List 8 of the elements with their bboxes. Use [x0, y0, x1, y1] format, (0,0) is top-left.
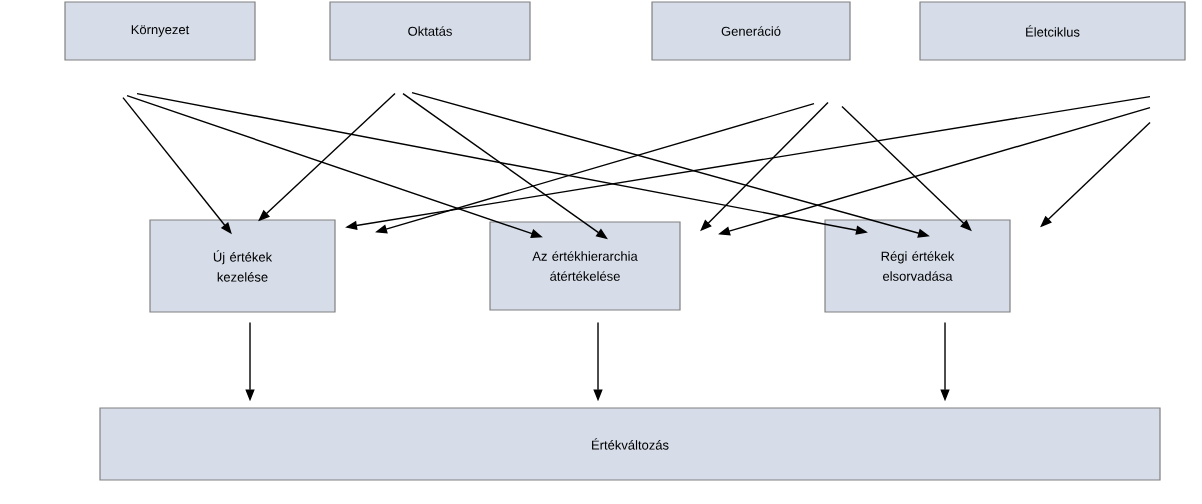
process-box: Régi értékek elsorvadása [824, 219, 1011, 313]
factor-box: Környezet [64, 1, 256, 61]
factor-box: Életciklus [919, 1, 1186, 61]
process-box: Az értékhierarchia átértékelése [489, 221, 681, 311]
factor-box: Generáció [651, 1, 851, 61]
result-box: Értékváltozás [99, 407, 1161, 481]
factor-box: Oktatás [329, 1, 531, 61]
process-box: Új értékek kezelése [149, 219, 336, 313]
